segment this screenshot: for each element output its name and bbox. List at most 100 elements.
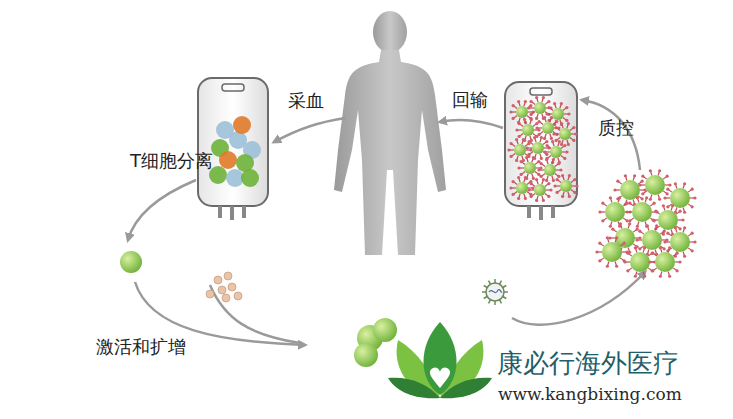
- expanded-cells: [354, 318, 397, 367]
- receptor-tip: [659, 275, 662, 278]
- receptor-tip: [525, 146, 528, 149]
- receptor-tip: [683, 182, 686, 185]
- receptor-tip: [535, 126, 538, 129]
- car-t-cell: [550, 146, 562, 158]
- receptor-tip: [507, 148, 510, 151]
- receptor-tip: [668, 246, 671, 249]
- receptor-tip: [663, 196, 666, 199]
- receptor-tip: [520, 173, 523, 176]
- receptor-tip: [683, 255, 686, 258]
- logo-lotus: [388, 322, 492, 398]
- receptor-tip: [550, 116, 553, 119]
- car-t-cluster: [595, 169, 696, 278]
- receptor-tip: [540, 136, 543, 139]
- receptor-tip: [598, 210, 601, 213]
- receptor-tip: [691, 232, 694, 235]
- receptor-tip: [546, 144, 549, 147]
- receptor-tip: [623, 259, 626, 262]
- receptor-tip: [649, 198, 652, 201]
- receptor-tip: [651, 218, 654, 221]
- receptor-tip: [618, 196, 621, 199]
- receptor-tip: [651, 269, 654, 272]
- car-t-cell: [670, 232, 690, 252]
- receptor-tip: [517, 176, 520, 179]
- receptor-tip: [666, 188, 669, 191]
- car-t-cell: [559, 128, 571, 140]
- receptor-tip: [615, 265, 618, 268]
- receptor-tip: [676, 269, 679, 272]
- receptor-tip: [601, 219, 604, 222]
- receptor-tip: [551, 140, 554, 143]
- receptor-tip: [668, 275, 671, 278]
- receptor-tip: [643, 246, 646, 249]
- receptor-tip: [517, 100, 520, 103]
- step-label: 回输: [452, 89, 488, 111]
- receptor-tip: [540, 162, 543, 165]
- receptor-tip: [520, 160, 523, 163]
- receptor-tip: [530, 118, 533, 121]
- car-t-cell: [658, 210, 678, 230]
- receptor-tip: [565, 150, 568, 153]
- receptor-tip: [545, 179, 548, 182]
- receptor-tip: [572, 126, 575, 129]
- car-t-cell: [514, 144, 526, 156]
- receptor-tip: [651, 252, 654, 255]
- receptor-tip: [512, 117, 515, 120]
- receptor: [650, 218, 654, 221]
- receptor-tip: [681, 218, 684, 221]
- human-figure: [334, 11, 446, 255]
- receptor-tip: [563, 144, 566, 147]
- receptor-tip: [641, 192, 644, 195]
- receptor-tip: [655, 224, 658, 227]
- receptor-tip: [658, 169, 661, 172]
- receptor-tip: [522, 138, 525, 141]
- receptor-tip: [527, 106, 530, 109]
- receptor-tip: [538, 120, 541, 123]
- receptor-tip: [538, 133, 541, 136]
- receptor-tip: [666, 232, 669, 235]
- receptor-tip: [641, 175, 644, 178]
- receptor-tip: [530, 195, 533, 198]
- car-t-cell: [544, 164, 556, 176]
- receptor-tip: [557, 175, 560, 178]
- car-t-cell: [670, 188, 690, 208]
- car-t-cell: [524, 162, 536, 174]
- receptor-tip: [666, 192, 669, 195]
- receptor-tip: [674, 226, 677, 229]
- receptor-tip: [509, 110, 512, 113]
- receptor-tip: [540, 175, 543, 178]
- receptor-tip: [628, 219, 631, 222]
- receptor-tip: [638, 183, 641, 186]
- receptor-tip: [654, 210, 657, 213]
- car-t-cell: [516, 182, 528, 194]
- receptor-tip: [535, 117, 538, 120]
- receptor-tip: [598, 259, 601, 262]
- receptor-tip: [666, 205, 669, 208]
- receptor-tip: [530, 113, 533, 116]
- car-t-cell: [534, 102, 546, 114]
- receptor-tip: [595, 250, 598, 253]
- viral-vector: [482, 279, 508, 305]
- step-label: 激活和扩增: [96, 336, 186, 358]
- receptor-tip: [524, 197, 527, 200]
- car-t-cell: [516, 106, 528, 118]
- blood-cell: [233, 116, 251, 134]
- receptor-tip: [659, 246, 662, 249]
- receptor-tip: [558, 140, 561, 143]
- receptor-tip: [518, 122, 521, 125]
- receptor-tip: [542, 96, 545, 99]
- receptor-tip: [636, 228, 639, 231]
- step-label: 质控: [598, 117, 634, 139]
- receptor-tip: [663, 230, 666, 233]
- receptor-tip: [517, 197, 520, 200]
- receptor-tip: [679, 227, 682, 230]
- receptor-tip: [535, 96, 538, 99]
- receptor-tip: [643, 275, 646, 278]
- receptor-tip: [552, 132, 555, 135]
- receptor-tip: [549, 188, 552, 191]
- receptor-tip: [545, 112, 548, 115]
- receptor-tip: [527, 188, 530, 191]
- receptor-tip: [609, 225, 612, 228]
- receptor-tip: [525, 156, 528, 159]
- car-t-cell: [620, 180, 640, 200]
